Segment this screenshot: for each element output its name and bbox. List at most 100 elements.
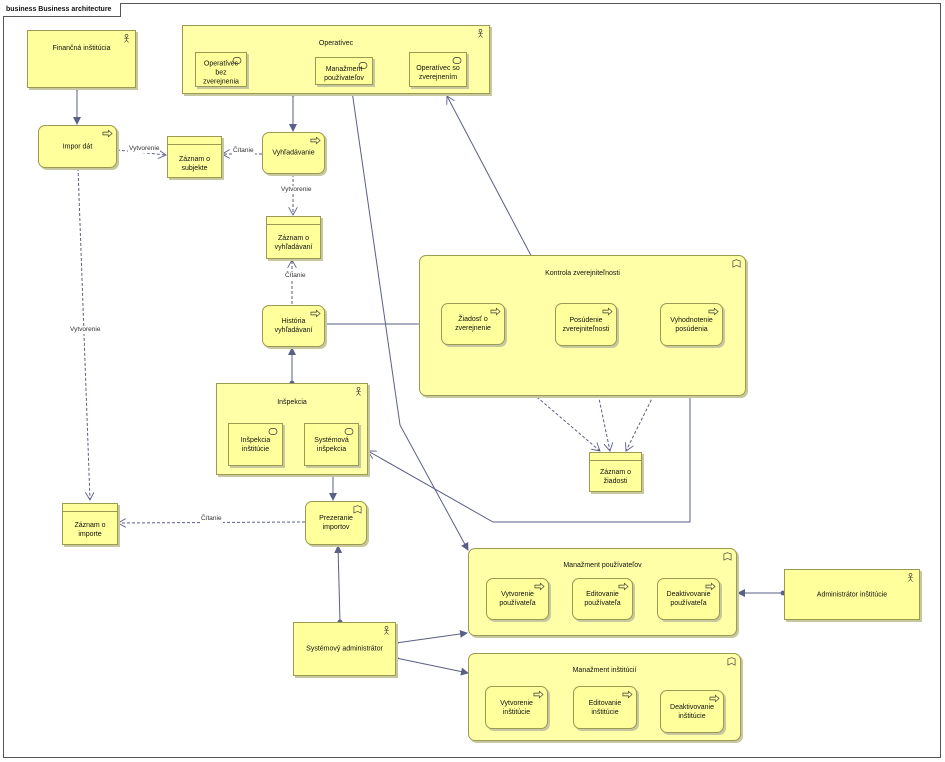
function-bookmark-icon xyxy=(727,657,736,666)
role-operativec-so-zverejnenim[interactable]: Operatívec so zverejnením xyxy=(409,52,467,87)
actor-administrator-institucie[interactable]: Administrátor inštitúcie xyxy=(784,569,920,620)
process-vyhodnotenie-posudenia[interactable]: Vyhodnotenie posúdenia xyxy=(660,303,723,346)
actor-icon xyxy=(478,29,483,38)
process-arrow-icon xyxy=(709,694,720,703)
node-label: Inšpekcia inštitúcie xyxy=(240,436,271,453)
frame-title: business Business architecture xyxy=(3,3,121,17)
object-zaznam-o-subjekte[interactable]: Záznam o subjekte xyxy=(167,136,222,178)
node-label: Inšpekcia xyxy=(277,399,307,406)
process-import-dat[interactable]: Impor dát xyxy=(38,125,117,168)
node-label: História vyhľadávaní xyxy=(274,318,313,334)
node-label: Záznam o vyhľadávaní xyxy=(274,235,313,251)
process-arrow-icon xyxy=(102,129,113,138)
actor-icon xyxy=(124,34,129,43)
process-arrow-icon xyxy=(534,582,545,591)
edge-label: Vytvorenie xyxy=(69,326,102,334)
node-label: Operatívec xyxy=(318,40,354,47)
process-arrow-icon xyxy=(310,136,321,145)
process-arrow-icon xyxy=(490,307,501,316)
role-icon xyxy=(268,428,278,435)
object-zaznam-o-vyhladavani[interactable]: Záznam o vyhľadávaní xyxy=(266,216,321,259)
node-label: Deaktivovanie používateľa xyxy=(666,591,711,607)
role-icon xyxy=(232,57,242,64)
object-header-line xyxy=(590,460,641,461)
edge-sysadmin-prezeranie xyxy=(334,545,343,625)
edge-label: Čítanie xyxy=(284,272,307,280)
role-icon xyxy=(452,57,462,64)
edge-sysadmin-manazment-pouz xyxy=(393,630,468,646)
actor-icon xyxy=(356,387,361,396)
actor-icon xyxy=(908,573,913,582)
function-prezeranie-importov[interactable]: Prezeranie importov xyxy=(305,501,367,545)
node-label: Kontrola zverejniteľnosti xyxy=(545,270,620,277)
edge-sysadmin-manazment-inst xyxy=(393,655,469,676)
function-bookmark-icon xyxy=(732,259,741,268)
edge-label: Čítanie xyxy=(232,147,255,155)
process-arrow-icon xyxy=(705,582,716,591)
node-label: Systémový administrátor xyxy=(306,645,383,653)
edge-import-zaznam-importe xyxy=(77,167,90,500)
object-header-line xyxy=(168,144,221,145)
object-header-line xyxy=(63,511,117,512)
process-arrow-icon xyxy=(602,307,613,316)
node-label: Operatívec bez zverejnenia xyxy=(203,60,239,86)
process-editovanie-pouzivatela[interactable]: Editovanie používateľa xyxy=(572,578,633,620)
node-label: Posúdenie zverejniteľnosti xyxy=(562,316,610,333)
node-label: Manažment používateľov xyxy=(563,562,642,569)
process-posudenie-zverejnitelnosti[interactable]: Posúdenie zverejniteľnosti xyxy=(555,303,617,346)
process-editovanie-institucie[interactable]: Editovanie inštitúcie xyxy=(573,686,637,729)
object-zaznam-o-ziadosti[interactable]: Záznam o žiadosti xyxy=(589,452,642,492)
node-label: Záznam o žiadosti xyxy=(599,469,632,485)
role-operativec-bez-zverejnenia[interactable]: Operatívec bez zverejnenia xyxy=(195,52,247,87)
edge-import-zaznam-subjekte xyxy=(116,149,166,155)
process-vytvorenie-pouzivatela[interactable]: Vytvorenie používateľa xyxy=(486,578,549,620)
node-label: Deaktivovanie inštitúcie xyxy=(670,703,714,720)
edge-label: Vytvorenie xyxy=(280,186,313,194)
role-icon xyxy=(358,62,368,69)
edge-label: Čítanie xyxy=(200,515,223,523)
edge-label: Vytvorenie xyxy=(128,145,161,153)
node-label: Editovanie inštitúcie xyxy=(588,699,622,716)
node-label: Žiadosť o zverejnenie xyxy=(455,316,491,332)
edge-vyhodnotenie-zaznam-ziadosti xyxy=(626,345,679,451)
node-label: Vytvorenie používateľa xyxy=(499,591,536,607)
role-inspekcia-institucie[interactable]: Inšpekcia inštitúcie xyxy=(228,423,283,466)
node-label: Systémová inšpekcia xyxy=(314,436,349,453)
process-deaktivovanie-pouzivatela[interactable]: Deaktivovanie používateľa xyxy=(657,578,720,620)
node-label: Manažment inštitúcií xyxy=(572,667,637,674)
edge-manazment-role-function xyxy=(348,81,469,551)
process-deaktivovanie-institucie[interactable]: Deaktivovanie inštitúcie xyxy=(660,690,724,733)
actor-systemovy-administrator[interactable]: Systémový administrátor xyxy=(293,622,396,676)
process-arrow-icon xyxy=(618,582,629,591)
process-vyhladavanie[interactable]: Vyhľadávanie xyxy=(262,132,325,174)
process-arrow-icon xyxy=(533,690,544,699)
actor-financna-institucia[interactable]: Finančná inštitúcia xyxy=(27,30,136,88)
node-label: Administrátor inštitúcie xyxy=(816,591,888,598)
node-label: Operatívec so zverejnením xyxy=(416,65,460,82)
node-label: Vyhľadávanie xyxy=(272,149,315,157)
node-label: Záznam o importe xyxy=(74,522,106,538)
object-zaznam-o-importe[interactable]: Záznam o importe xyxy=(62,503,118,545)
role-manazment-pouzivatelov[interactable]: Manažment používateľov xyxy=(315,57,373,85)
node-label: Záznam o subjekte xyxy=(178,156,211,172)
process-arrow-icon xyxy=(310,309,321,318)
edge-prezeranie-zaznam-importe xyxy=(118,522,306,523)
node-label: Manažment používateľov xyxy=(324,66,364,83)
node-label: Vytvorenie inštitúcie xyxy=(500,699,533,716)
process-arrow-icon xyxy=(708,307,719,316)
process-arrow-icon xyxy=(622,690,633,699)
node-label: Finančná inštitúcia xyxy=(52,45,111,52)
role-icon xyxy=(344,428,354,435)
process-vytvorenie-institucie[interactable]: Vytvorenie inštitúcie xyxy=(485,686,548,729)
object-header-line xyxy=(267,224,320,225)
node-label: Vyhodnotenie posúdenia xyxy=(670,316,713,333)
role-systemova-inspekcia[interactable]: Systémová inšpekcia xyxy=(304,423,359,466)
node-label: Prezeranie importov xyxy=(319,515,353,531)
function-bookmark-icon xyxy=(353,505,362,514)
node-label: Impor dát xyxy=(62,143,93,150)
process-historia-vyhladavani[interactable]: História vyhľadávaní xyxy=(262,305,325,347)
actor-icon xyxy=(384,626,389,635)
node-label: Editovanie používateľa xyxy=(584,591,621,607)
process-ziadost-o-zverejnenie[interactable]: Žiadosť o zverejnenie xyxy=(441,303,505,345)
